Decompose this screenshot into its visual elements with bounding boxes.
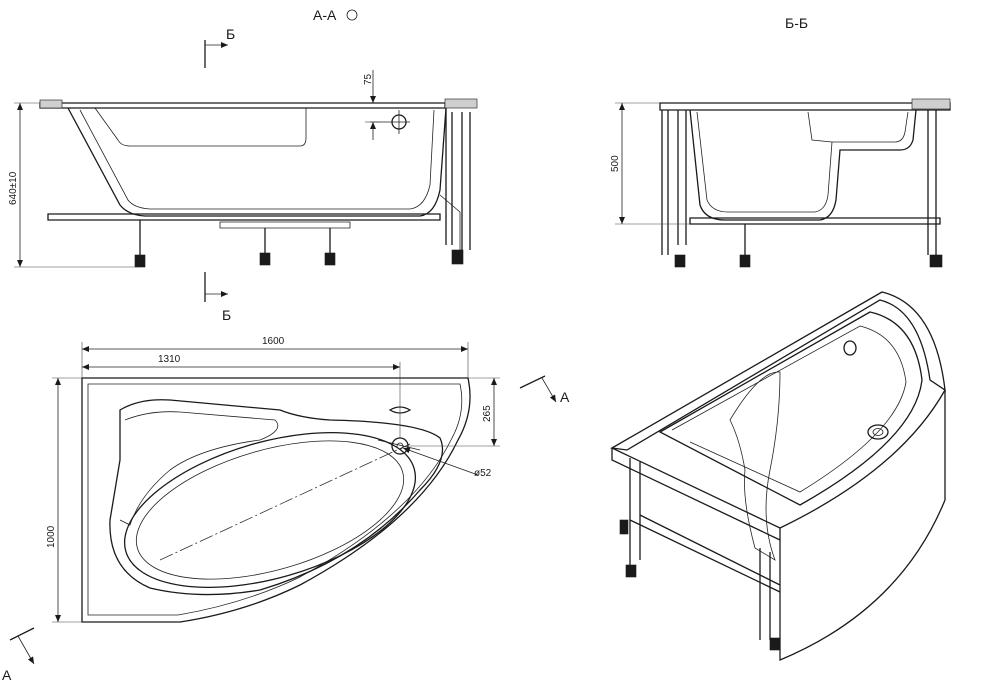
cut-marker-b-bottom: Б [204,272,231,323]
support-leg [134,220,146,268]
dimension-total-height: 640±10 [8,171,19,205]
isometric-view [610,291,946,661]
section-aa-view: А-А [8,7,478,323]
support-leg [259,228,271,266]
rotation-symbol-icon [346,9,358,21]
section-bb-view: Б-Б 500 [610,15,951,268]
dimension-total-width: 1000 [46,525,57,548]
cut-marker-a-left: А [2,627,35,683]
cut-label-a-right: А [560,389,570,405]
cut-label-b-top: Б [226,26,235,42]
section-bb-title: Б-Б [785,15,808,31]
dimension-drain-from-edge: 265 [482,405,493,422]
rim-edge-cap [444,98,478,109]
overflow-fitting [39,99,63,109]
support-leg [324,228,336,266]
frame-foot [625,564,637,578]
dimension-total-length: 1600 [262,336,285,347]
plan-view: ø52 1600 1310 265 1000 А А [2,336,570,683]
frame-foot [619,519,629,535]
dimension-bb-height: 500 [610,155,621,172]
frame-foot [769,637,781,651]
overflow-hole [388,406,412,414]
dimension-drain-length: 1310 [158,354,181,365]
dimension-drain-diameter: ø52 [474,468,492,479]
cut-label-a-left: А [2,667,12,683]
drain-hole [867,424,889,440]
rim-edge-cap [911,98,951,110]
overflow-hole [843,340,857,356]
dimension-drain-offset: 75 [363,73,374,85]
cut-label-b-bottom: Б [222,307,231,323]
cut-marker-b-top: Б [204,26,235,68]
section-aa-title: А-А [313,7,337,23]
cut-marker-a-right: А [519,375,570,405]
